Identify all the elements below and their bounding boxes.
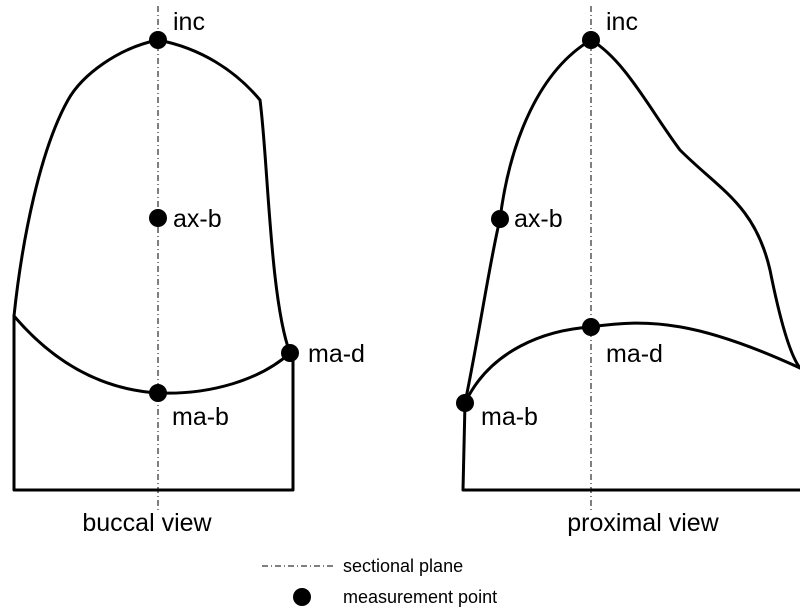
buccal-label-ax-b: ax-b	[173, 205, 222, 233]
proximal-root-outline	[461, 401, 800, 492]
proximal-label-ma-d: ma-d	[606, 340, 663, 368]
proximal-crown-outline	[463, 38, 800, 405]
proximal-label-ma-b: ma-b	[481, 403, 538, 431]
proximal-point-ma-b	[456, 394, 474, 412]
buccal-crown-outline	[12, 38, 292, 355]
proximal-point-ma-d	[582, 318, 600, 336]
legend-point-swatch	[293, 588, 311, 606]
proximal-caption: proximal view	[567, 509, 719, 537]
proximal-point-ax-b	[491, 210, 509, 228]
buccal-cervical-line	[12, 314, 292, 395]
buccal-point-ma-d	[281, 344, 299, 362]
buccal-view: inc ax-b ma-d ma-b buccal view	[12, 6, 365, 537]
buccal-point-ax-b	[149, 209, 167, 227]
buccal-label-inc: inc	[173, 8, 205, 36]
buccal-caption: buccal view	[82, 509, 212, 537]
legend: sectional plane measurement point	[262, 556, 497, 607]
proximal-view: inc ax-b ma-d ma-b proximal view	[456, 6, 800, 537]
buccal-point-ma-b	[149, 384, 167, 402]
legend-point-label: measurement point	[343, 587, 497, 607]
legend-plane-label: sectional plane	[343, 556, 463, 576]
buccal-point-inc	[149, 31, 167, 49]
proximal-point-inc	[582, 31, 600, 49]
proximal-label-ax-b: ax-b	[514, 205, 563, 233]
buccal-label-ma-d: ma-d	[308, 340, 365, 368]
proximal-label-inc: inc	[606, 8, 638, 36]
buccal-root-outline	[12, 314, 295, 492]
buccal-label-ma-b: ma-b	[172, 403, 229, 431]
